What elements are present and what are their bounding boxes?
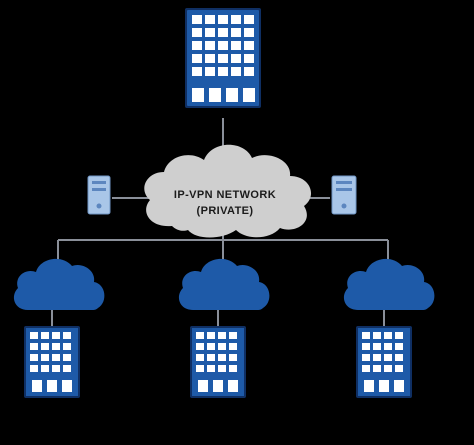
branch-building-center-icon xyxy=(190,326,246,398)
internet-cloud-left-icon xyxy=(13,258,105,310)
branch-building-right-icon xyxy=(356,326,412,398)
network-subtitle: (PRIVATE) xyxy=(197,205,254,217)
ip-vpn-network-cloud: IP-VPN NETWORK (PRIVATE) xyxy=(144,144,312,238)
network-cloud-shape xyxy=(144,144,312,238)
headquarters-building-icon xyxy=(185,8,261,108)
right-router-device-icon xyxy=(331,175,357,215)
branch-building-left-icon xyxy=(24,326,80,398)
left-router-device-icon xyxy=(87,175,111,215)
internet-cloud-right-icon xyxy=(343,258,435,310)
network-title: IP-VPN NETWORK xyxy=(174,189,276,201)
internet-cloud-center-icon xyxy=(178,258,270,310)
